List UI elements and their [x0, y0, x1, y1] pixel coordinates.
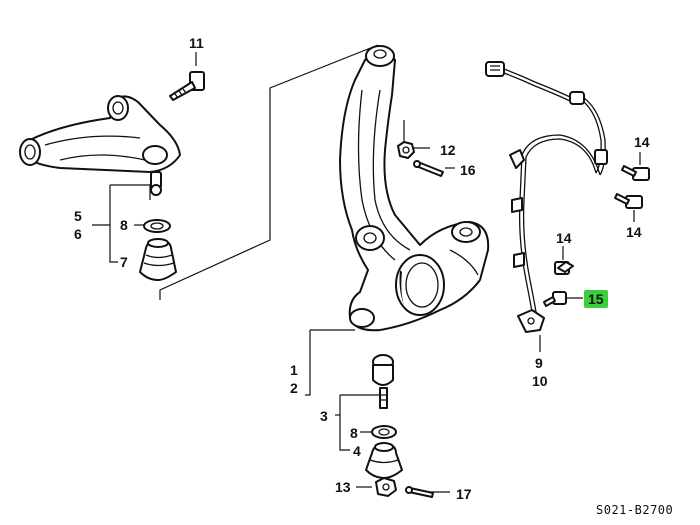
bolt-14-lower-part: [554, 261, 574, 275]
callout-14-upper[interactable]: 14: [634, 134, 650, 150]
callout-7[interactable]: 7: [120, 254, 128, 270]
drawing-code: S021-B2700: [596, 503, 674, 517]
callout-17[interactable]: 17: [456, 486, 472, 502]
callout-8-lower[interactable]: 8: [350, 425, 358, 441]
boot-4-part: [365, 442, 403, 479]
lower-ball-joint-part: [372, 354, 394, 409]
callout-10[interactable]: 10: [532, 373, 548, 389]
nut-13-part: [375, 477, 397, 497]
callout-3[interactable]: 3: [320, 408, 328, 424]
callout-8-upper[interactable]: 8: [120, 217, 128, 233]
cotter-pin-17-part: [405, 486, 434, 498]
callout-12[interactable]: 12: [440, 142, 456, 158]
boot-7-part: [139, 238, 177, 281]
leader-lines: [92, 44, 641, 493]
abs-sensor-harness-part: [485, 61, 608, 333]
bolt-11-part: [169, 71, 205, 101]
leader-ball-joint: [110, 184, 151, 200]
upper-control-arm-part: [19, 95, 181, 196]
callout-13[interactable]: 13: [335, 479, 351, 495]
callout-11[interactable]: 11: [189, 35, 204, 51]
callout-2[interactable]: 2: [290, 380, 298, 396]
bolt-15-part: [543, 291, 567, 307]
bolt-14-middle-part: [614, 193, 643, 209]
callout-14-middle[interactable]: 14: [626, 224, 642, 240]
bracket-5-6: [92, 224, 118, 263]
washer-8-upper-part: [143, 219, 171, 233]
washer-8-lower-part: [371, 425, 397, 439]
callout-6[interactable]: 6: [74, 226, 82, 242]
bracket-3: [339, 395, 350, 451]
bolt-14-upper-part: [621, 165, 650, 181]
callout-4[interactable]: 4: [353, 443, 361, 459]
callout-14-lower[interactable]: 14: [556, 230, 572, 246]
nut-12-part: [397, 141, 415, 159]
callout-1[interactable]: 1: [290, 362, 298, 378]
steering-knuckle-part: [339, 45, 490, 332]
callout-9[interactable]: 9: [535, 355, 543, 371]
callout-5[interactable]: 5: [74, 208, 82, 224]
callout-16[interactable]: 16: [460, 162, 476, 178]
cotter-pin-16-part: [413, 160, 444, 177]
upper-arm-frame-line: [159, 44, 379, 300]
callout-15-highlighted[interactable]: 15: [584, 290, 608, 308]
bracket-1-2: [305, 330, 311, 396]
